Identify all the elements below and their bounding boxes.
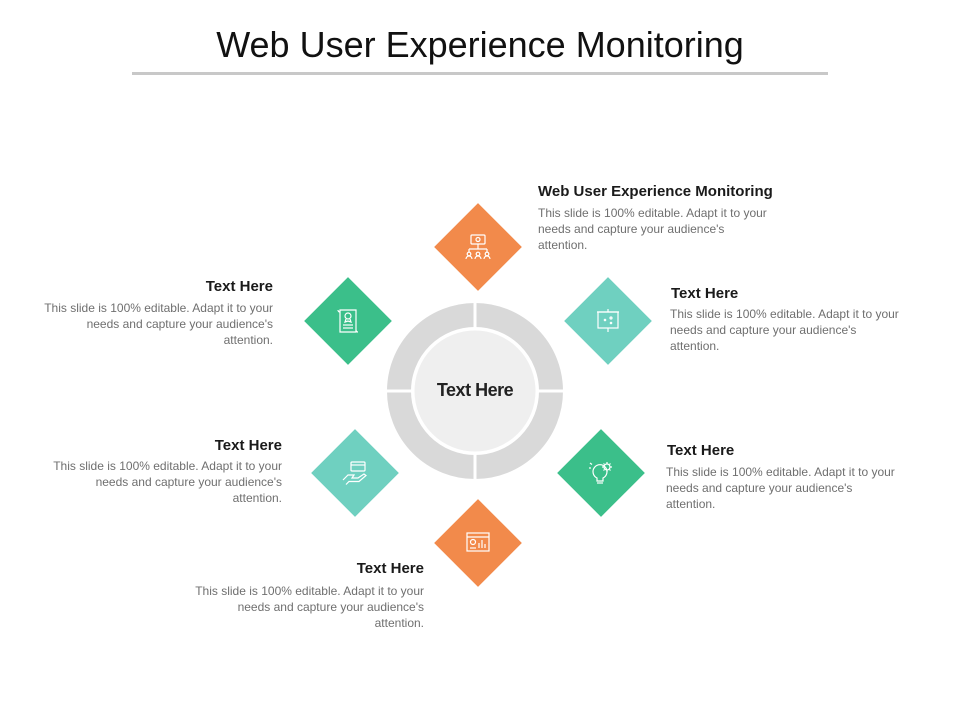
item-title-bottom: Text Here (356, 560, 424, 577)
lightbulb-gear-icon (586, 458, 616, 488)
dashboard-monitor-icon (463, 528, 493, 558)
network-users-icon (463, 232, 493, 262)
item-title-lower-right: Text Here (667, 442, 735, 459)
certificate-document-icon (333, 306, 363, 336)
item-body-bottom: This slide is 100% editable. Adapt it to… (195, 584, 424, 630)
slide-title: Web User Experience Monitoring (216, 24, 744, 65)
item-body-lower-right: This slide is 100% editable. Adapt it to… (666, 465, 895, 511)
title-divider (132, 72, 828, 75)
item-body-lower-left: This slide is 100% editable. Adapt it to… (53, 459, 282, 505)
item-body-upper-right: This slide is 100% editable. Adapt it to… (670, 307, 899, 353)
center-disc (411, 327, 539, 455)
item-title-lower-left: Text Here (214, 437, 282, 454)
presentation-board-icon (593, 306, 623, 336)
item-title-upper-left: Text Here (205, 278, 273, 295)
item-body-upper-left: This slide is 100% editable. Adapt it to… (44, 301, 273, 347)
item-title-upper-right: Text Here (671, 285, 739, 302)
item-title-top: Web User Experience Monitoring (538, 183, 773, 200)
item-body-top: This slide is 100% editable. Adapt it to… (538, 206, 767, 252)
hand-card-icon (340, 458, 370, 488)
center-ring (387, 303, 563, 479)
center-label: Text Here (436, 380, 514, 400)
